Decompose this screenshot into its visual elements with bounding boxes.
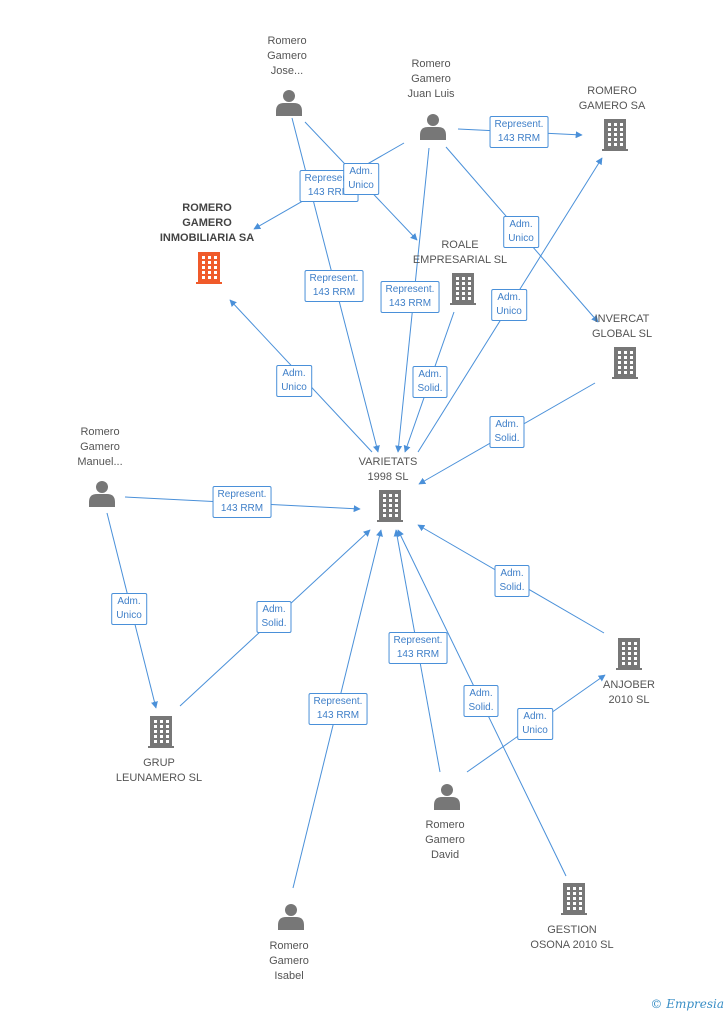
- edge-label[interactable]: Adm. Unico: [503, 216, 539, 248]
- node-label-romero-david[interactable]: Romero Gamero David: [425, 819, 465, 861]
- node-label-varietats[interactable]: VARIETATS 1998 SL: [358, 456, 418, 483]
- node-label-romero-jose[interactable]: Romero Gamero Jose...: [267, 35, 307, 77]
- person-icon[interactable]: [434, 784, 460, 810]
- node-label-grup-leunamero[interactable]: GRUP LEUNAMERO SL: [115, 757, 203, 784]
- node-label-romero-juan-luis[interactable]: Romero Gamero Juan Luis: [407, 58, 455, 100]
- edge-label[interactable]: Adm. Solid.: [412, 366, 448, 398]
- edge-label[interactable]: Represent. 143 RRM: [380, 281, 440, 313]
- node-label-invercat[interactable]: INVERCAT GLOBAL SL: [591, 313, 653, 340]
- node-label-romero-inmobiliaria[interactable]: ROMERO GAMERO INMOBILIARIA SA: [159, 202, 255, 244]
- edge-label[interactable]: Adm. Solid.: [494, 565, 530, 597]
- edge-label[interactable]: Adm. Unico: [276, 365, 312, 397]
- building-icon[interactable]: [561, 883, 587, 915]
- footer-brand[interactable]: © Empresia: [650, 997, 724, 1011]
- building-icon[interactable]: [196, 252, 222, 284]
- edge-label[interactable]: Represent. 143 RRM: [212, 486, 272, 518]
- edge-label[interactable]: Represent. 143 RRM: [308, 693, 368, 725]
- node-label-anjober[interactable]: ANJOBER 2010 SL: [603, 679, 655, 706]
- node-label-roale[interactable]: ROALE EMPRESARIAL SL: [412, 239, 508, 266]
- edge-label[interactable]: Adm. Solid.: [489, 416, 525, 448]
- building-icon[interactable]: [148, 716, 174, 748]
- building-icon[interactable]: [450, 273, 476, 305]
- node-label-gestion-osona[interactable]: GESTION OSONA 2010 SL: [530, 924, 614, 951]
- person-icon[interactable]: [89, 481, 115, 507]
- node-label-romero-manuel[interactable]: Romero Gamero Manuel...: [77, 426, 123, 468]
- edge-label[interactable]: Adm. Unico: [491, 289, 527, 321]
- edge-label[interactable]: Represent. 143 RRM: [489, 116, 549, 148]
- edge-label[interactable]: Adm. Solid.: [256, 601, 292, 633]
- edge-label[interactable]: Represent. 143 RRM: [388, 632, 448, 664]
- person-icon[interactable]: [278, 904, 304, 930]
- edge-label[interactable]: Represent. 143 RRM: [304, 270, 364, 302]
- edge-label[interactable]: Adm. Solid.: [463, 685, 499, 717]
- copyright-symbol: ©: [650, 997, 663, 1011]
- building-icon[interactable]: [602, 119, 628, 151]
- building-icon[interactable]: [612, 347, 638, 379]
- edge-label[interactable]: Adm. Unico: [343, 163, 379, 195]
- person-icon[interactable]: [420, 114, 446, 140]
- edge-label[interactable]: Adm. Unico: [517, 708, 553, 740]
- node-label-romero-gamero-sa[interactable]: ROMERO GAMERO SA: [578, 85, 646, 112]
- brand-name: Empresia: [666, 997, 724, 1011]
- edge-label[interactable]: Adm. Unico: [111, 593, 147, 625]
- person-icon[interactable]: [276, 90, 302, 116]
- icons-layer: [89, 90, 642, 930]
- building-icon[interactable]: [377, 490, 403, 522]
- building-icon[interactable]: [616, 638, 642, 670]
- node-label-romero-isabel[interactable]: Romero Gamero Isabel: [269, 940, 309, 982]
